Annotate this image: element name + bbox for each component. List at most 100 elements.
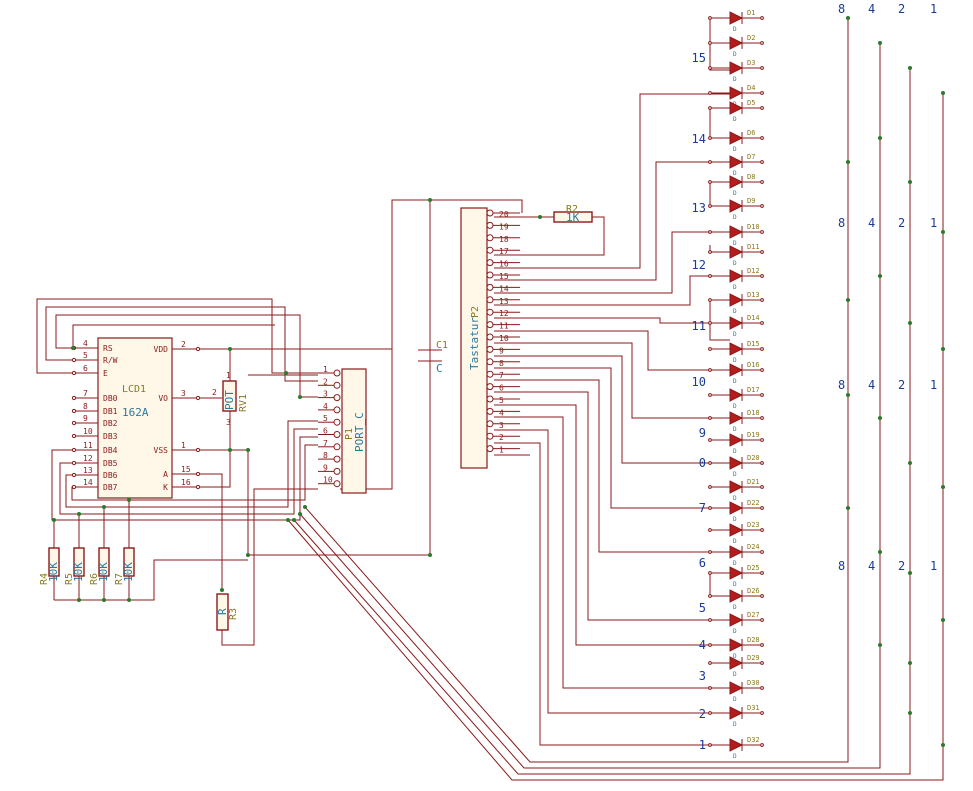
diode-triangle xyxy=(729,480,744,494)
diode-ref: D15 xyxy=(747,340,760,348)
keyboard-connector: 2019181716151413121110987654321TastaturP… xyxy=(460,207,520,469)
junction-dot xyxy=(77,512,81,516)
junction-dot xyxy=(286,518,290,522)
diode-triangle xyxy=(729,316,744,330)
lcd-pin-end xyxy=(71,420,77,426)
diode-triangle xyxy=(729,523,744,537)
diode-end xyxy=(708,571,712,575)
diode-end xyxy=(708,160,712,164)
diode-end xyxy=(760,485,764,489)
connector-pin-ring xyxy=(486,296,494,304)
diode-value: D xyxy=(733,495,737,502)
junction-dot xyxy=(941,91,945,95)
lcd-pin-end xyxy=(71,472,77,478)
diode-triangle xyxy=(729,131,744,145)
bit-header: 1 xyxy=(930,2,937,16)
diode-end xyxy=(760,368,764,372)
port-pin-ring xyxy=(333,406,341,414)
diode-end xyxy=(760,66,764,70)
diode-value: D xyxy=(733,260,737,267)
r2-value: 1K xyxy=(566,211,580,224)
diode-end xyxy=(760,204,764,208)
junction-dot xyxy=(220,588,224,592)
diode-ref: D26 xyxy=(747,587,760,595)
key-label: 15 xyxy=(692,51,706,65)
diode-ref: D25 xyxy=(747,564,760,572)
bit-header: 1 xyxy=(930,378,937,392)
bit-header: 2 xyxy=(898,216,905,230)
diode-value: D xyxy=(733,403,737,410)
diode-end xyxy=(708,41,712,45)
diode-triangle xyxy=(729,199,744,213)
port-pin-ring xyxy=(333,369,341,377)
lcd-pin-end xyxy=(71,357,77,363)
lcd-pin-number: 6 xyxy=(83,364,88,373)
diode-triangle xyxy=(729,656,744,670)
lcd-pin-name: VDD xyxy=(154,345,169,354)
diode-triangle xyxy=(729,269,744,283)
diode-ref: D23 xyxy=(747,521,760,529)
junction-dot xyxy=(284,371,288,375)
lcd-pin-number: 15 xyxy=(181,465,191,474)
diode-end xyxy=(760,661,764,665)
r3-value: R xyxy=(216,608,229,615)
connector-pin-number: 13 xyxy=(499,297,509,306)
diode-end xyxy=(708,16,712,20)
diode-triangle xyxy=(729,411,744,425)
junction-dot xyxy=(878,136,882,140)
junction-dot xyxy=(908,180,912,184)
junction-dot xyxy=(246,448,250,452)
port-pin-number: 9 xyxy=(323,463,328,472)
connector-pin-number: 2 xyxy=(499,433,504,442)
connector-pin-number: 12 xyxy=(499,309,509,318)
diode-end xyxy=(760,594,764,598)
lcd-pin-name: DB6 xyxy=(103,471,118,480)
pullup-body xyxy=(98,547,110,577)
junction-dot xyxy=(52,518,56,522)
diode-value: D xyxy=(733,170,737,177)
r3-body xyxy=(216,593,229,631)
diode-value: D xyxy=(733,240,737,247)
diode-triangle xyxy=(729,293,744,307)
connector-pin-number: 9 xyxy=(499,346,504,355)
connector-pin-number: 3 xyxy=(499,421,504,430)
connector-pin-ring xyxy=(486,246,494,254)
port-value: PORT_C xyxy=(353,412,366,452)
junction-dot xyxy=(298,395,302,399)
diode-end xyxy=(760,230,764,234)
key-label: 10 xyxy=(692,375,706,389)
pot-body xyxy=(222,380,237,412)
diode-triangle xyxy=(729,738,744,752)
connector-pin-ring xyxy=(486,420,494,428)
connector-pin-ring xyxy=(486,383,494,391)
lcd-pin-name: DB5 xyxy=(103,459,118,468)
diode-end xyxy=(708,743,712,747)
lcd-pin-end xyxy=(71,433,77,439)
diode-ref: D9 xyxy=(747,197,755,205)
diode-value: D xyxy=(733,653,737,660)
diode-end xyxy=(708,550,712,554)
junction-dot xyxy=(908,571,912,575)
diode-end xyxy=(760,136,764,140)
junction-dot xyxy=(846,506,850,510)
bit-header: 8 xyxy=(838,559,845,573)
lcd-pin-number: 13 xyxy=(83,466,93,475)
diode-end xyxy=(708,438,712,442)
connector-pin-ring xyxy=(486,308,494,316)
junction-dot xyxy=(941,485,945,489)
junction-dot xyxy=(538,215,542,219)
connector-pin-number: 5 xyxy=(499,396,504,405)
junction-dot xyxy=(941,230,945,234)
connector-pin-number: 18 xyxy=(499,235,509,244)
port-ref: P1 xyxy=(344,428,355,440)
diode-ref: D18 xyxy=(747,409,760,417)
diode-ref: D20 xyxy=(747,454,760,462)
junction-dot xyxy=(846,393,850,397)
key-label: 11 xyxy=(692,319,706,333)
diode-end xyxy=(760,416,764,420)
diode-ref: D8 xyxy=(747,173,755,181)
junction-dot xyxy=(908,66,912,70)
diode-ref: D1 xyxy=(747,9,755,17)
diode-triangle xyxy=(729,589,744,603)
